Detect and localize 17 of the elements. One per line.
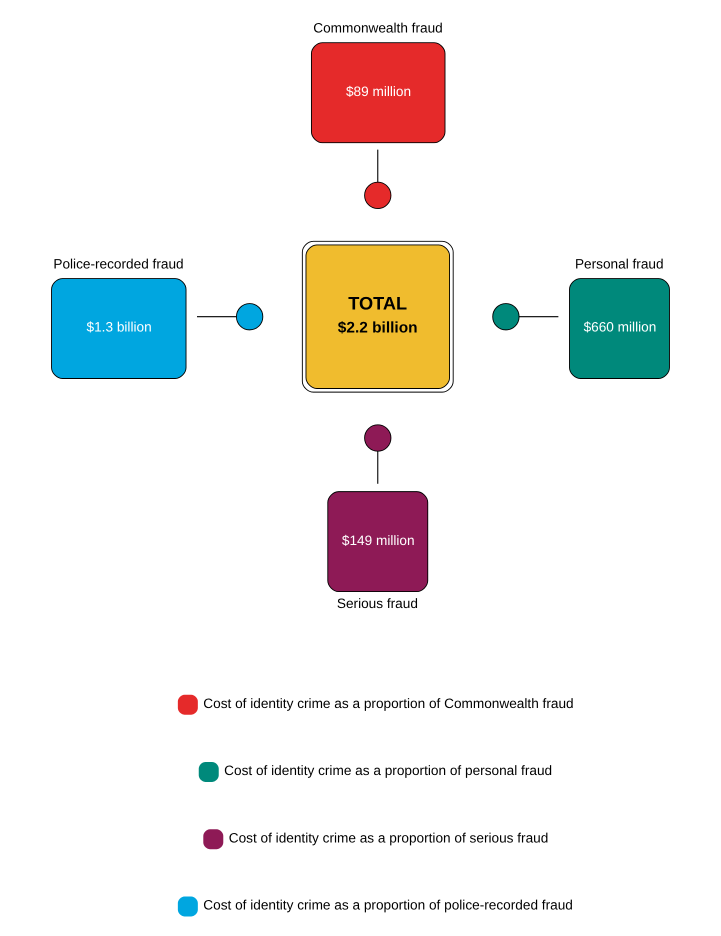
legend-label: Cost of identity crime as a proportion of police-recorded fraud: [203, 898, 573, 913]
legend-label: Cost of identity crime as a proportion of personal fraud: [224, 763, 552, 778]
connector: [196, 316, 236, 318]
legend-label: Cost of identity crime as a proportion of Commonwealth fraud: [203, 696, 574, 711]
node-circle: [492, 303, 520, 330]
node-label: Commonwealth fraud: [313, 20, 443, 36]
connector: [377, 150, 378, 182]
node-label: Personal fraud: [574, 256, 664, 272]
node-circle: [364, 424, 392, 452]
connector: [377, 451, 378, 484]
node-circle: [364, 182, 392, 210]
node-label: Serious fraud: [336, 596, 418, 611]
legend-label: Cost of identity crime as a proportion of serious fraud: [228, 830, 548, 846]
node-circle: [236, 303, 264, 330]
node-box: TOTAL $2.2 billion: [302, 240, 454, 393]
node-label: Police-recorded fraud: [53, 256, 184, 272]
connector: [519, 316, 558, 318]
